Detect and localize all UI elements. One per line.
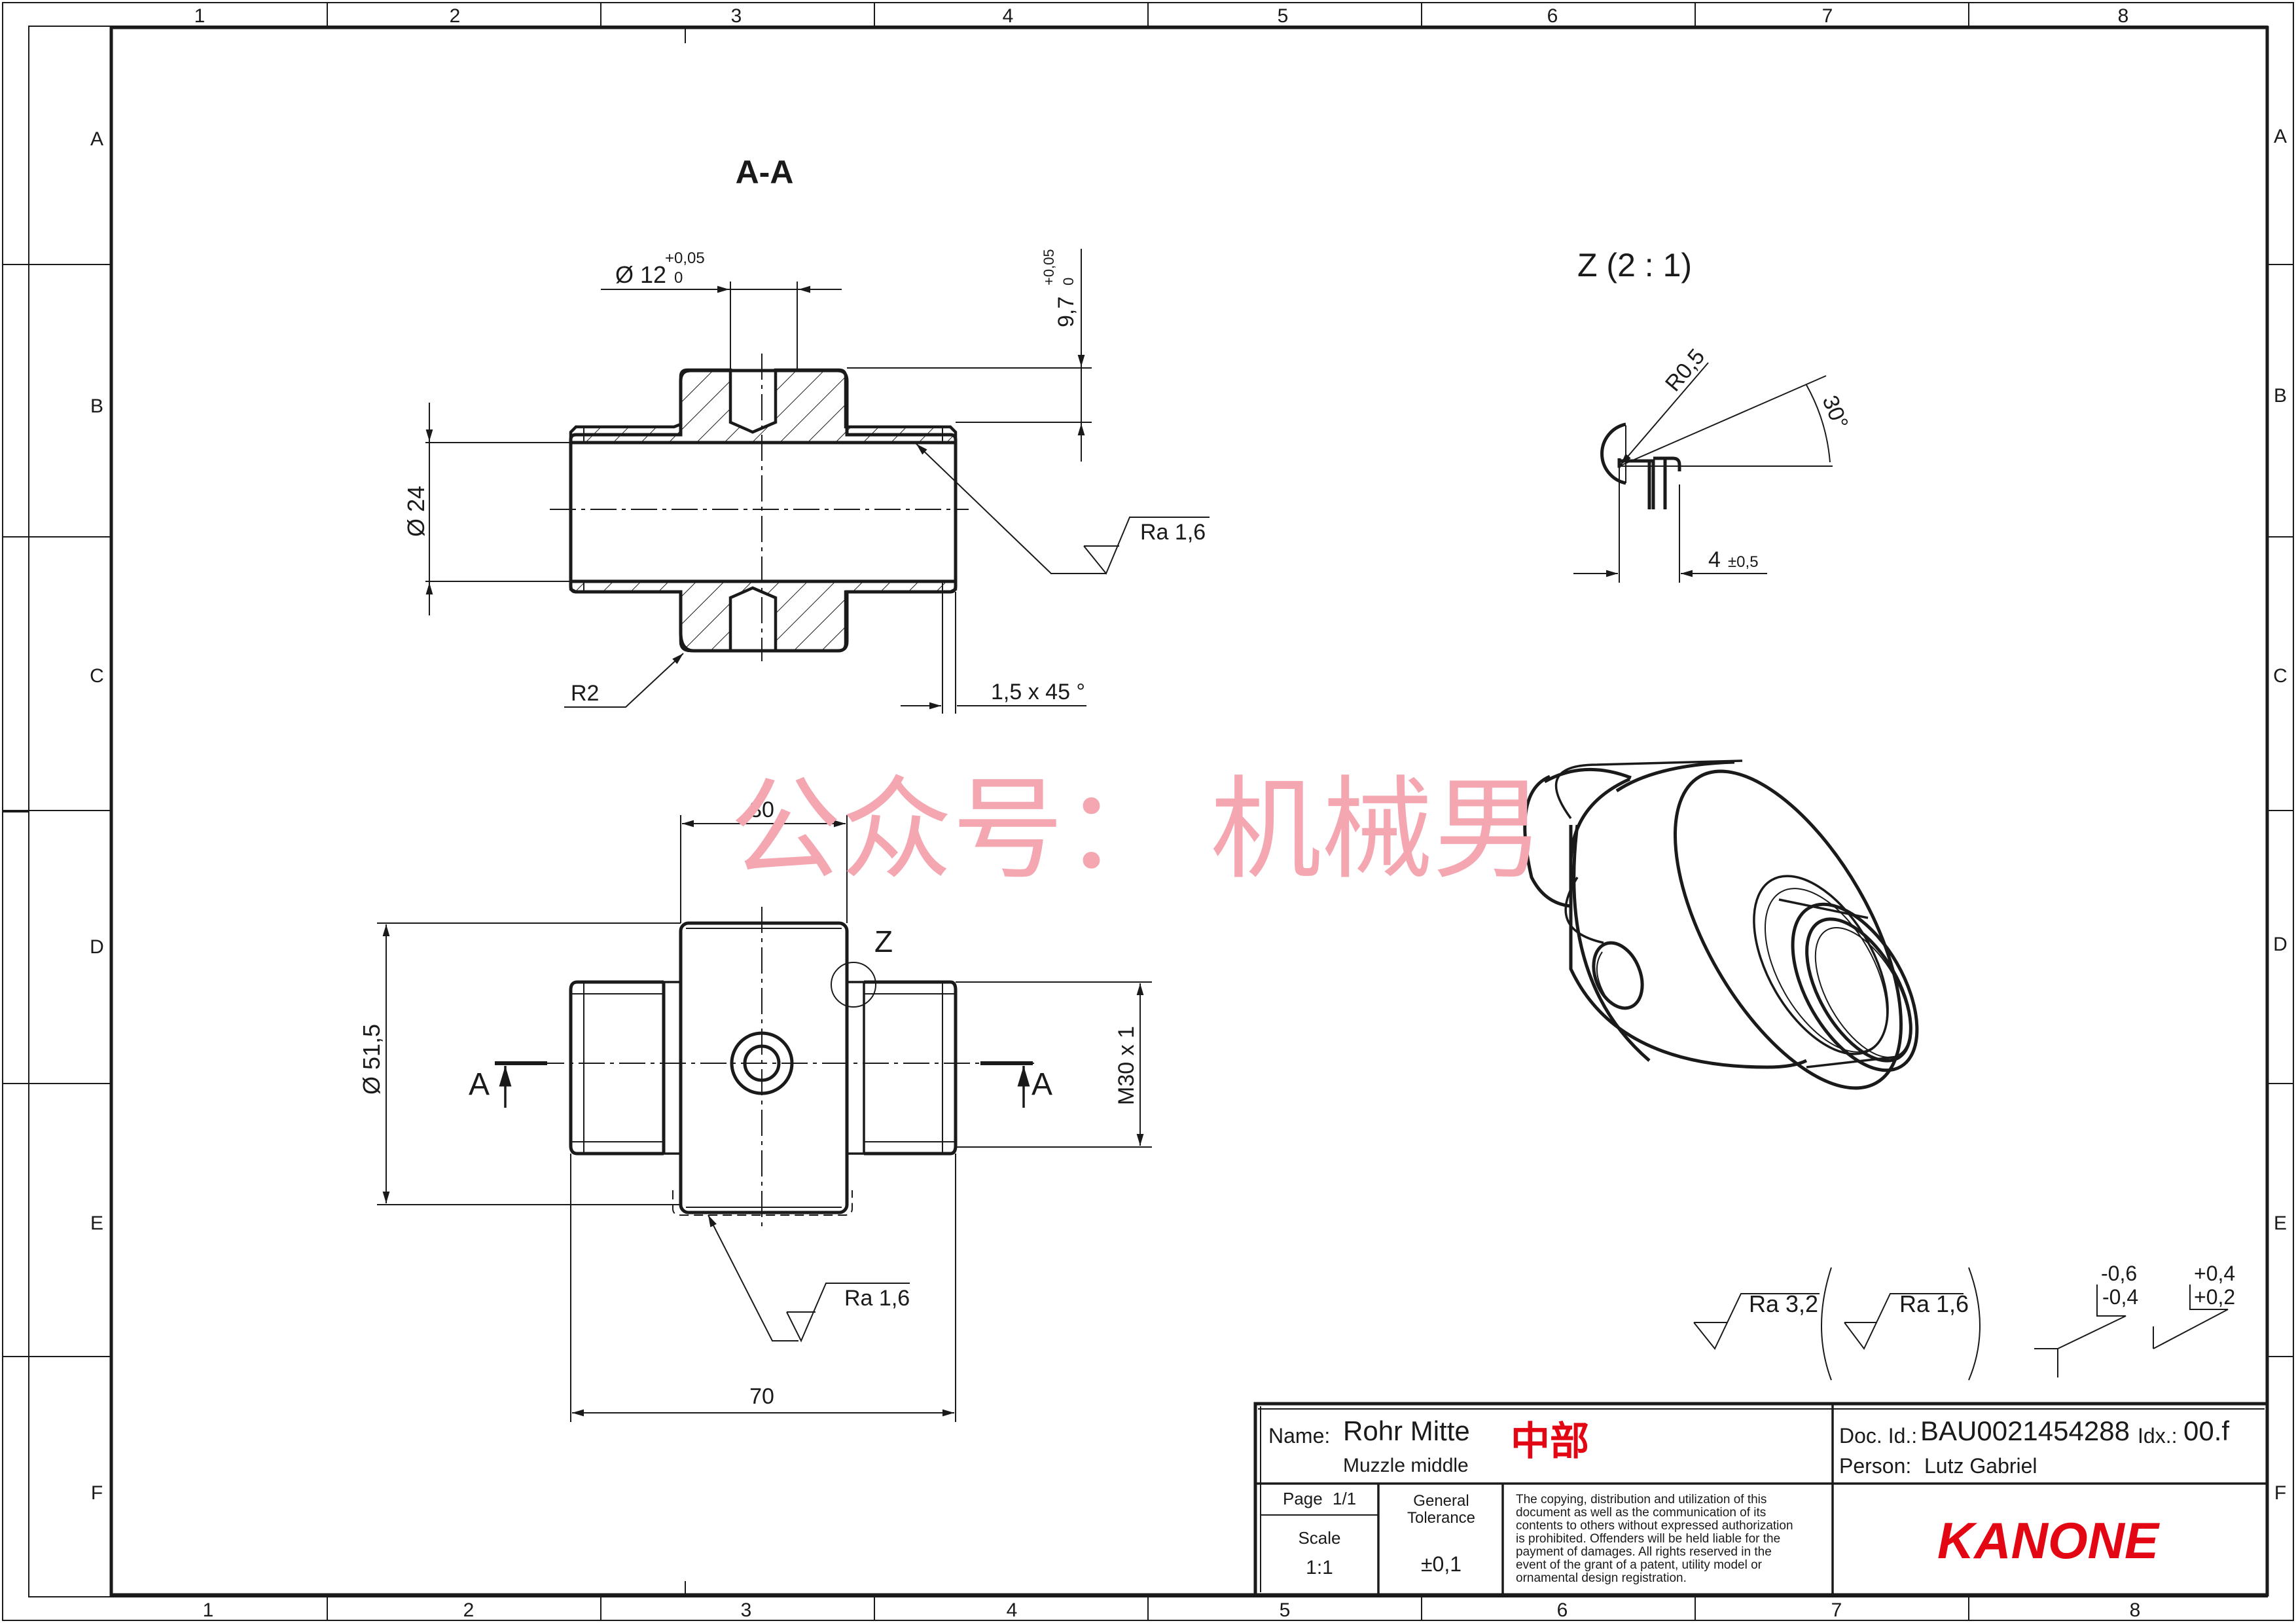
detail-marker: Z (874, 924, 893, 958)
dim-depth-tol-upper: +0,05 (1041, 249, 1057, 285)
col-label: 2 (450, 5, 461, 27)
dim-radius-r2: R2 (571, 681, 599, 706)
title-name-value: Rohr Mitte (1343, 1415, 1470, 1446)
tolerance-symbols: -0,6 -0,4 +0,4 +0,2 (2034, 1262, 2235, 1377)
col-label: 1 (203, 1599, 214, 1621)
dim-bore-tol-lower: 0 (674, 269, 683, 287)
section-view-a-a: A-A Ø 12 +0,05 0 9,7 +0,05 0 (403, 154, 1210, 714)
dim-chamfer: 1,5 x 45 ° (991, 680, 1085, 704)
col-label: 8 (2130, 1599, 2141, 1621)
section-marker-left: A (469, 1067, 490, 1102)
surface-ra-od: Ra 1,6 (844, 1286, 910, 1311)
title-tol-value: ±0,1 (1421, 1552, 1462, 1576)
kanone-logo: KANONE (1937, 1512, 2160, 1569)
title-name-label: Name: (1268, 1424, 1330, 1448)
row-label: D (2273, 934, 2287, 955)
dim-groove-width: 4 (1708, 547, 1721, 572)
title-page-value: 1/1 (1333, 1489, 1356, 1508)
watermark: 公众号： 机械男 (730, 765, 1544, 895)
col-label: 2 (463, 1599, 475, 1621)
title-person-value: Lutz Gabriel (1924, 1454, 2037, 1478)
detail-view-z: Z (2 : 1) R0,5 30° 4 ±0,5 (1573, 247, 1853, 583)
title-tol-label-2: Tolerance (1407, 1509, 1475, 1527)
detail-title: Z (2 : 1) (1577, 247, 1692, 283)
dim-thread: M30 x 1 (1114, 1026, 1139, 1105)
legal-line: contents to others without expressed aut… (1516, 1519, 1793, 1533)
col-label: 7 (1831, 1599, 1842, 1621)
title-idx-value: 00.f (2183, 1415, 2229, 1446)
dim-bore-tol-upper: +0,05 (665, 249, 705, 267)
dim-groove-tol: ±0,5 (1728, 553, 1759, 571)
dim-outer-dia: Ø 51,5 (358, 1024, 385, 1095)
legal-line: is prohibited. Offenders will be held li… (1516, 1532, 1780, 1546)
title-doc-value: BAU0021454288 (1920, 1415, 2130, 1446)
legal-line: ornamental design registration. (1516, 1571, 1687, 1585)
surface-ra32: Ra 3,2 (1749, 1290, 1818, 1317)
row-label: F (91, 1482, 103, 1504)
title-scale-label: Scale (1298, 1528, 1340, 1548)
legal-line: document as well as the communication of… (1516, 1506, 1766, 1520)
col-label: 5 (1280, 1599, 1291, 1621)
title-block: Name: Rohr Mitte Muzzle middle 中部 Doc. I… (1253, 1402, 2269, 1597)
legal-line: payment of damages. All rights reserved … (1516, 1545, 1772, 1559)
col-label: 4 (1003, 5, 1014, 27)
row-label: E (90, 1213, 103, 1234)
col-label: 1 (194, 5, 206, 27)
tol-a-upper: -0,6 (2101, 1262, 2137, 1285)
col-label: 3 (731, 5, 742, 27)
title-scale-value: 1:1 (1306, 1557, 1333, 1578)
tol-a-lower: -0,4 (2102, 1285, 2138, 1309)
dim-angle: 30° (1818, 392, 1853, 433)
section-title: A-A (736, 154, 794, 191)
title-person-label: Person: (1839, 1454, 1911, 1478)
row-label: C (90, 665, 104, 687)
row-label: E (2274, 1213, 2287, 1234)
col-label: 6 (1547, 5, 1558, 27)
row-label: F (2274, 1482, 2286, 1504)
col-label: 5 (1278, 5, 1289, 27)
title-page-label: Page (1283, 1489, 1323, 1508)
tol-b-lower: +0,2 (2194, 1285, 2235, 1309)
title-tol-label-1: General (1413, 1492, 1469, 1510)
row-label: C (2273, 665, 2287, 687)
row-label: A (90, 128, 103, 150)
title-idx-label: Idx.: (2138, 1424, 2177, 1448)
section-marker-right: A (1031, 1067, 1052, 1102)
row-label: B (2274, 385, 2287, 407)
surface-ra-bore: Ra 1,6 (1140, 520, 1206, 545)
surface-ra16-general: Ra 1,6 (1899, 1290, 1969, 1317)
col-label: 7 (1822, 5, 1833, 27)
title-stamp: 中部 (1511, 1419, 1589, 1463)
row-label: A (2274, 126, 2287, 147)
isometric-view (1523, 759, 1919, 1090)
legal-line: event of the grant of a patent, utility … (1516, 1558, 1763, 1572)
row-label: D (90, 936, 104, 958)
dim-depth: 9,7 (1054, 297, 1079, 327)
dim-width-30: 30 (749, 797, 774, 822)
col-label: 3 (741, 1599, 752, 1621)
general-surface-symbols: Ra 3,2 Ra 1,6 (1693, 1267, 1981, 1381)
dim-depth-tol-lower: 0 (1060, 278, 1077, 285)
col-label: 8 (2118, 5, 2129, 27)
front-view: A A Z 30 Ø 51,5 M30 x 1 70 Ra 1,6 (358, 797, 1152, 1422)
row-label: B (90, 395, 103, 417)
col-label: 4 (1007, 1599, 1018, 1621)
dim-bore-dia: Ø 12 (615, 261, 666, 288)
col-label: 6 (1557, 1599, 1568, 1621)
title-doc-label: Doc. Id.: (1839, 1424, 1917, 1448)
tol-b-upper: +0,4 (2194, 1262, 2235, 1285)
dim-inner-dia: Ø 24 (403, 486, 429, 537)
dim-length-70: 70 (749, 1384, 774, 1409)
legal-line: The copying, distribution and utilizatio… (1516, 1493, 1767, 1506)
title-name-sub: Muzzle middle (1343, 1455, 1469, 1476)
